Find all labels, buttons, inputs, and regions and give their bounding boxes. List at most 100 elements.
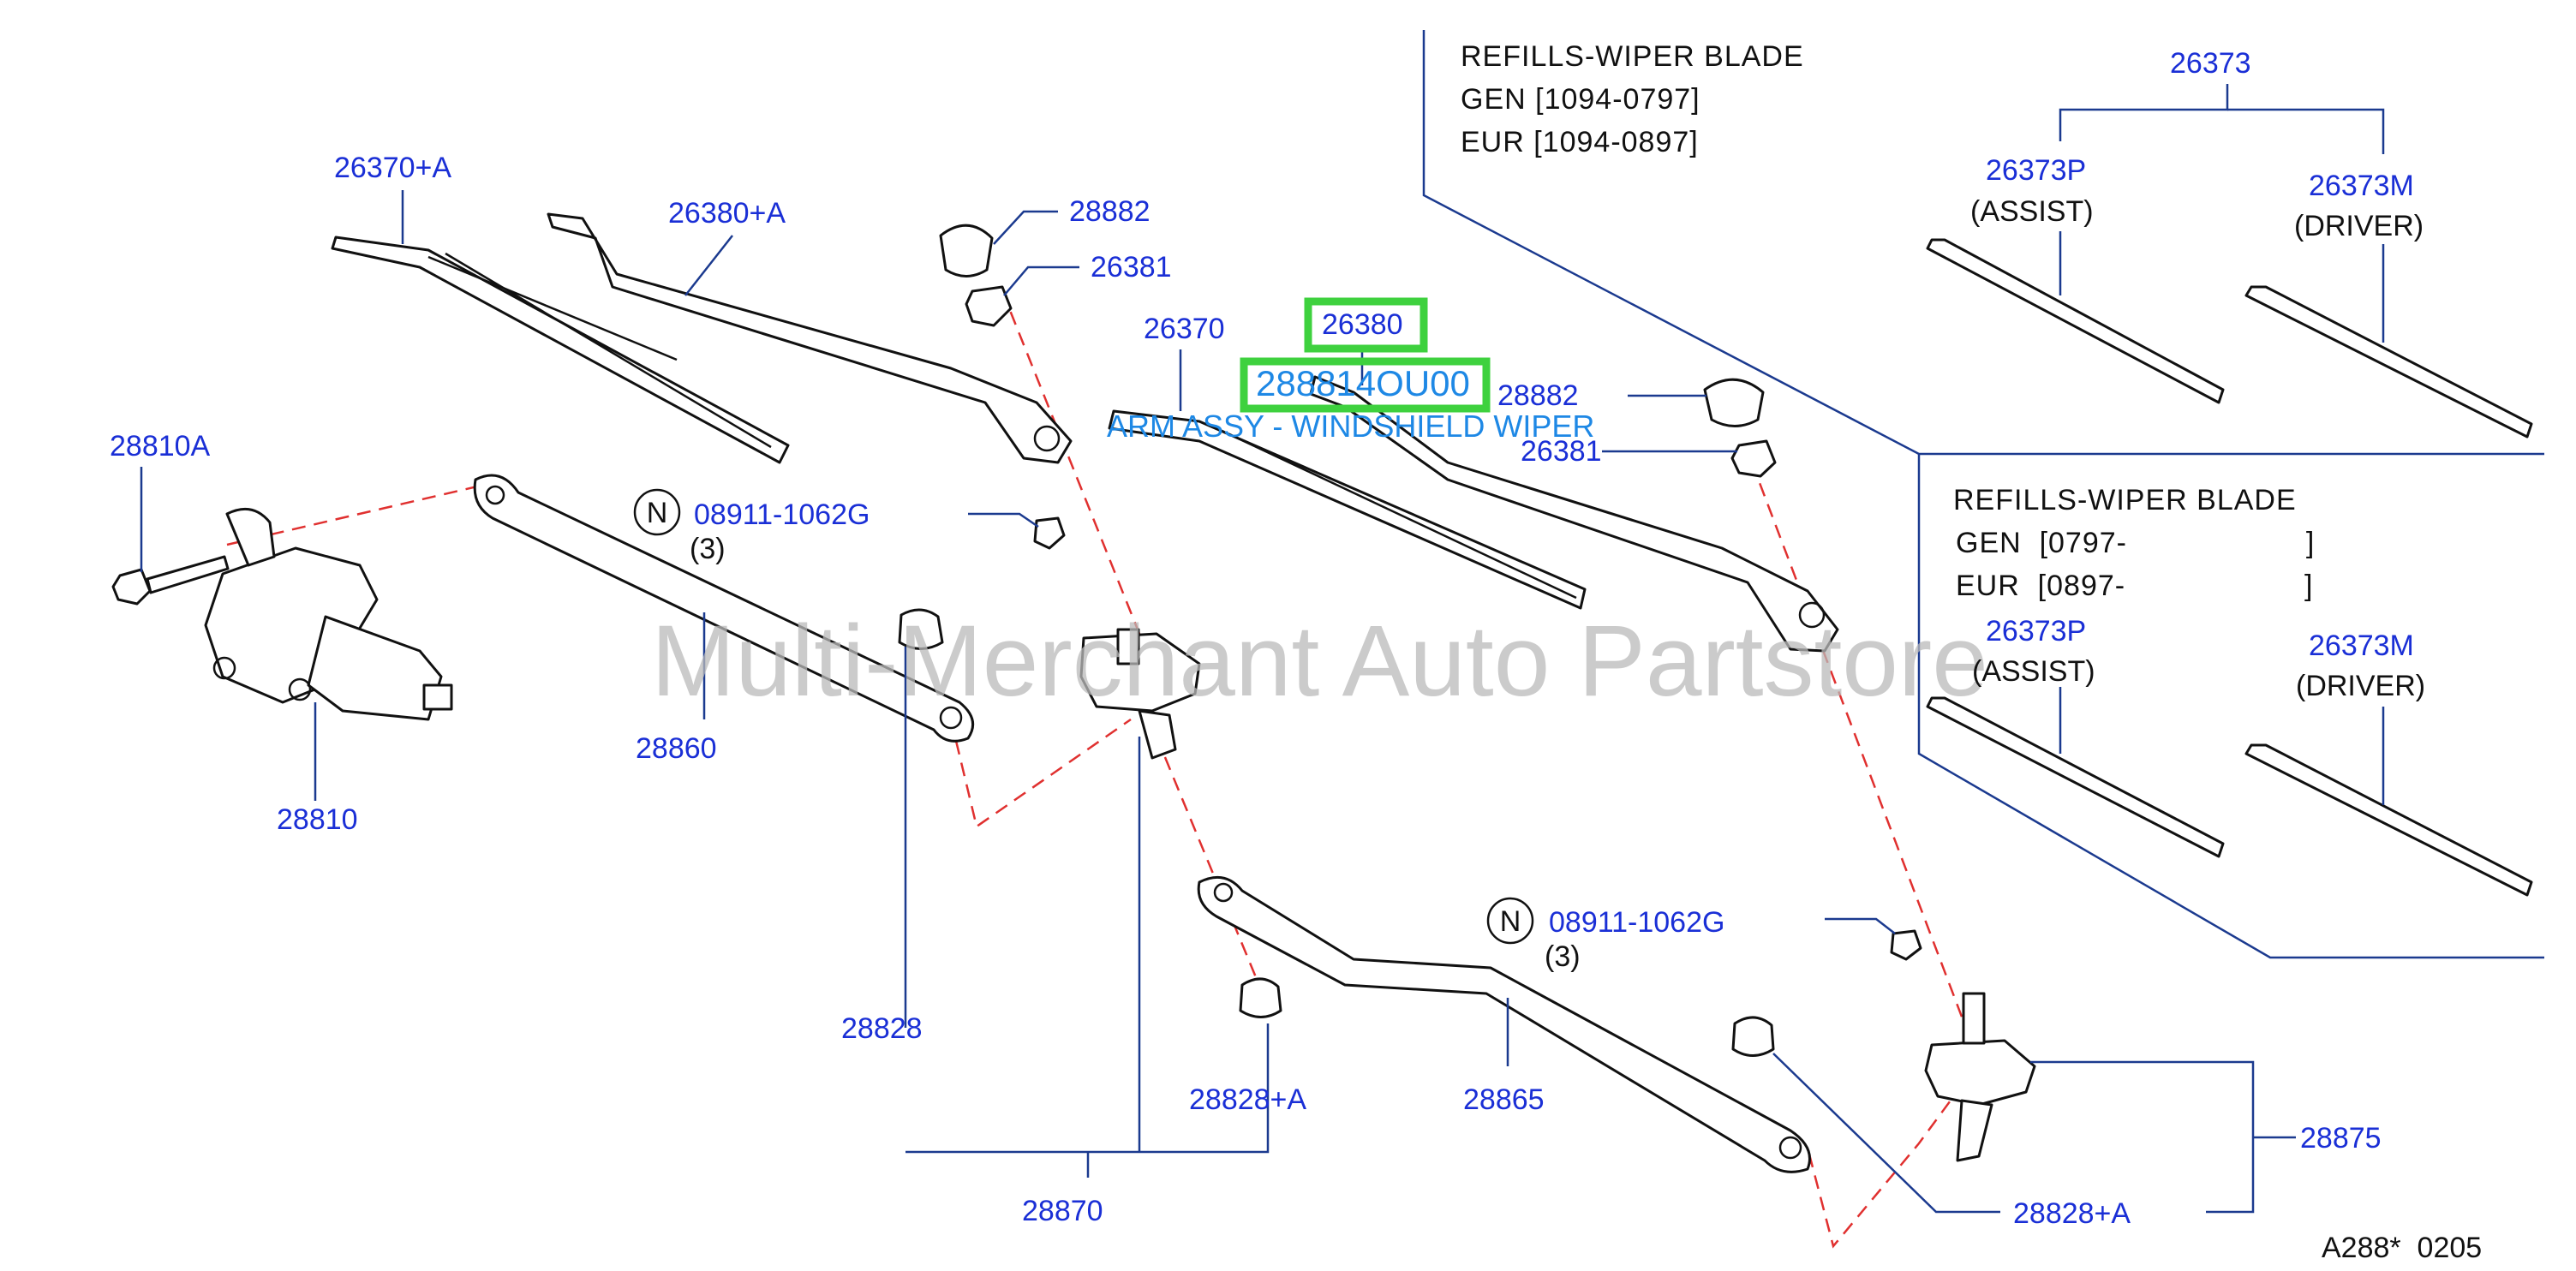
bolt-head [111, 568, 152, 606]
leader-26381-left [1003, 266, 1079, 296]
wiper-motor [204, 507, 453, 721]
highlight-part-number[interactable]: 288814OU00 [1256, 363, 1470, 403]
label-26373M-bottom[interactable]: 26373M [2309, 630, 2414, 662]
leader-26373-driver [2227, 108, 2385, 154]
label-driver-bottom: (DRIVER) [2296, 670, 2425, 702]
leader-08911-right [1825, 917, 1896, 934]
label-26381-right[interactable]: 26381 [1521, 435, 1602, 468]
motor-shaft-end [422, 683, 453, 711]
bushings-28828A [1239, 977, 1775, 1057]
label-26370A[interactable]: 26370+A [334, 152, 451, 184]
motor-crank [225, 507, 276, 567]
watermark: Multi-Merchant Auto Partstore [651, 605, 1988, 718]
refill-26373M-bottom [2244, 743, 2533, 897]
refill-notes: REFILLS-WIPER BLADE GEN [1094-0797] EUR … [1461, 40, 2314, 602]
blade-right-body [1108, 409, 1587, 610]
arm-right-pivot-hole [1798, 601, 1826, 629]
label-26373M-top[interactable]: 26373M [2309, 170, 2414, 202]
leader-lines [140, 84, 2385, 1214]
pivot-left-shaft [1116, 628, 1140, 665]
highlight-selection: 288814OU00 ARM ASSY - WINDSHIELD WIPER [1107, 297, 1594, 444]
refill-26373P-bottom [1926, 696, 2225, 858]
leader-26373-assist [2059, 84, 2229, 141]
wiper-blade-left [331, 236, 790, 464]
nut-08911-right [1890, 929, 1922, 961]
nut-08911-left [1033, 516, 1066, 550]
phantom-line-right-pivot [1750, 462, 1981, 1249]
left-cap-nut [939, 224, 1066, 550]
link-rod-left-eye [485, 485, 505, 505]
pivot-right-plate [1924, 1039, 2036, 1107]
label-26380A[interactable]: 26380+A [668, 197, 786, 230]
label-28865[interactable]: 28865 [1463, 1083, 1545, 1116]
blade-left-frame [427, 255, 678, 361]
note-top-eur: EUR [1094-0897] [1461, 126, 1699, 158]
label-28828A-right[interactable]: 28828+A [2013, 1197, 2131, 1230]
label-08911-left[interactable]: 08911-1062G [694, 498, 870, 531]
blade-right-rubber [1216, 427, 1577, 600]
label-26373[interactable]: 26373 [2170, 47, 2251, 80]
leader-08911-left [968, 512, 1039, 528]
arm-left-body [547, 212, 1073, 464]
highlight-description[interactable]: ARM ASSY - WINDSHIELD WIPER [1107, 409, 1594, 444]
label-28810[interactable]: 28810 [277, 803, 358, 836]
label-assist-top: (ASSIST) [1970, 195, 2094, 228]
refill-strips [1926, 238, 2533, 897]
label-28828A-center[interactable]: 28828+A [1189, 1083, 1306, 1116]
label-08911-left-qty: (3) [690, 533, 726, 565]
label-28810A[interactable]: 28810A [110, 430, 211, 462]
n-markers: N N [633, 488, 1534, 945]
label-driver-top: (DRIVER) [2294, 210, 2424, 242]
note-bottom-title: REFILLS-WIPER BLADE [1953, 484, 2297, 516]
n-marker-right: N [1500, 905, 1521, 938]
pivot-right-28875 [1924, 992, 2036, 1162]
label-28870[interactable]: 28870 [1022, 1195, 1103, 1227]
label-assist-bottom: (ASSIST) [1972, 655, 2095, 688]
refill-frame-bottom [1917, 454, 2544, 959]
pivot-left-arm [1138, 709, 1177, 760]
part-labels: 26370+A 26380+A 28882 26381 26370 26380 … [110, 47, 2425, 1230]
blade-left-body [331, 236, 790, 464]
link-rod-left-ball [939, 706, 963, 730]
label-28882-right[interactable]: 28882 [1497, 379, 1579, 412]
motor-body [307, 615, 443, 721]
leader-26380A [684, 235, 733, 296]
cap-28882-left [939, 224, 994, 277]
label-26370[interactable]: 26370 [1144, 313, 1225, 345]
highlight-box-part-number [1240, 357, 1491, 413]
highlight-box-26380 [1304, 297, 1428, 353]
pivot-right-arm [1956, 1099, 1993, 1162]
label-26380[interactable]: 26380 [1322, 308, 1403, 341]
link-rod-center-body [1197, 875, 1811, 1173]
n-marker-left: N [647, 497, 668, 529]
note-top-title: REFILLS-WIPER BLADE [1461, 40, 1804, 73]
label-08911-right[interactable]: 08911-1062G [1549, 906, 1724, 939]
nut-26381-left [965, 285, 1013, 327]
diagram-code: A288* 0205 [2322, 1232, 2482, 1264]
n-marker-right-circle [1486, 897, 1534, 945]
bushing-28828-shape [898, 608, 944, 650]
label-28875[interactable]: 28875 [2300, 1122, 2382, 1155]
leader-28828A-center [905, 1023, 1270, 1154]
link-rod-28865 [1197, 875, 1811, 1173]
link-rod-center-eye [1213, 882, 1234, 903]
label-26373P-top[interactable]: 26373P [1986, 154, 2086, 187]
link-rod-center-ball [1778, 1136, 1802, 1160]
label-28882-left[interactable]: 28882 [1069, 195, 1151, 228]
note-top-gen: GEN [1094-0797] [1461, 83, 1700, 116]
label-28860[interactable]: 28860 [636, 732, 717, 765]
label-08911-right-qty: (3) [1545, 940, 1581, 973]
label-26373P-bottom[interactable]: 26373P [1986, 615, 2086, 647]
phantom-line-center [1155, 736, 1270, 1007]
label-28828[interactable]: 28828 [841, 1012, 923, 1045]
cap-28882-right [1703, 378, 1765, 427]
nut-26381-right [1730, 439, 1777, 478]
label-26381-left[interactable]: 26381 [1091, 251, 1172, 283]
phantom-line-left-pivot [1001, 290, 1158, 677]
leader-pivot-right [2030, 1060, 2255, 1214]
refill-frame-top [1422, 30, 2544, 456]
refill-26373M-top [2244, 285, 2533, 439]
bolt-shank [146, 555, 230, 594]
